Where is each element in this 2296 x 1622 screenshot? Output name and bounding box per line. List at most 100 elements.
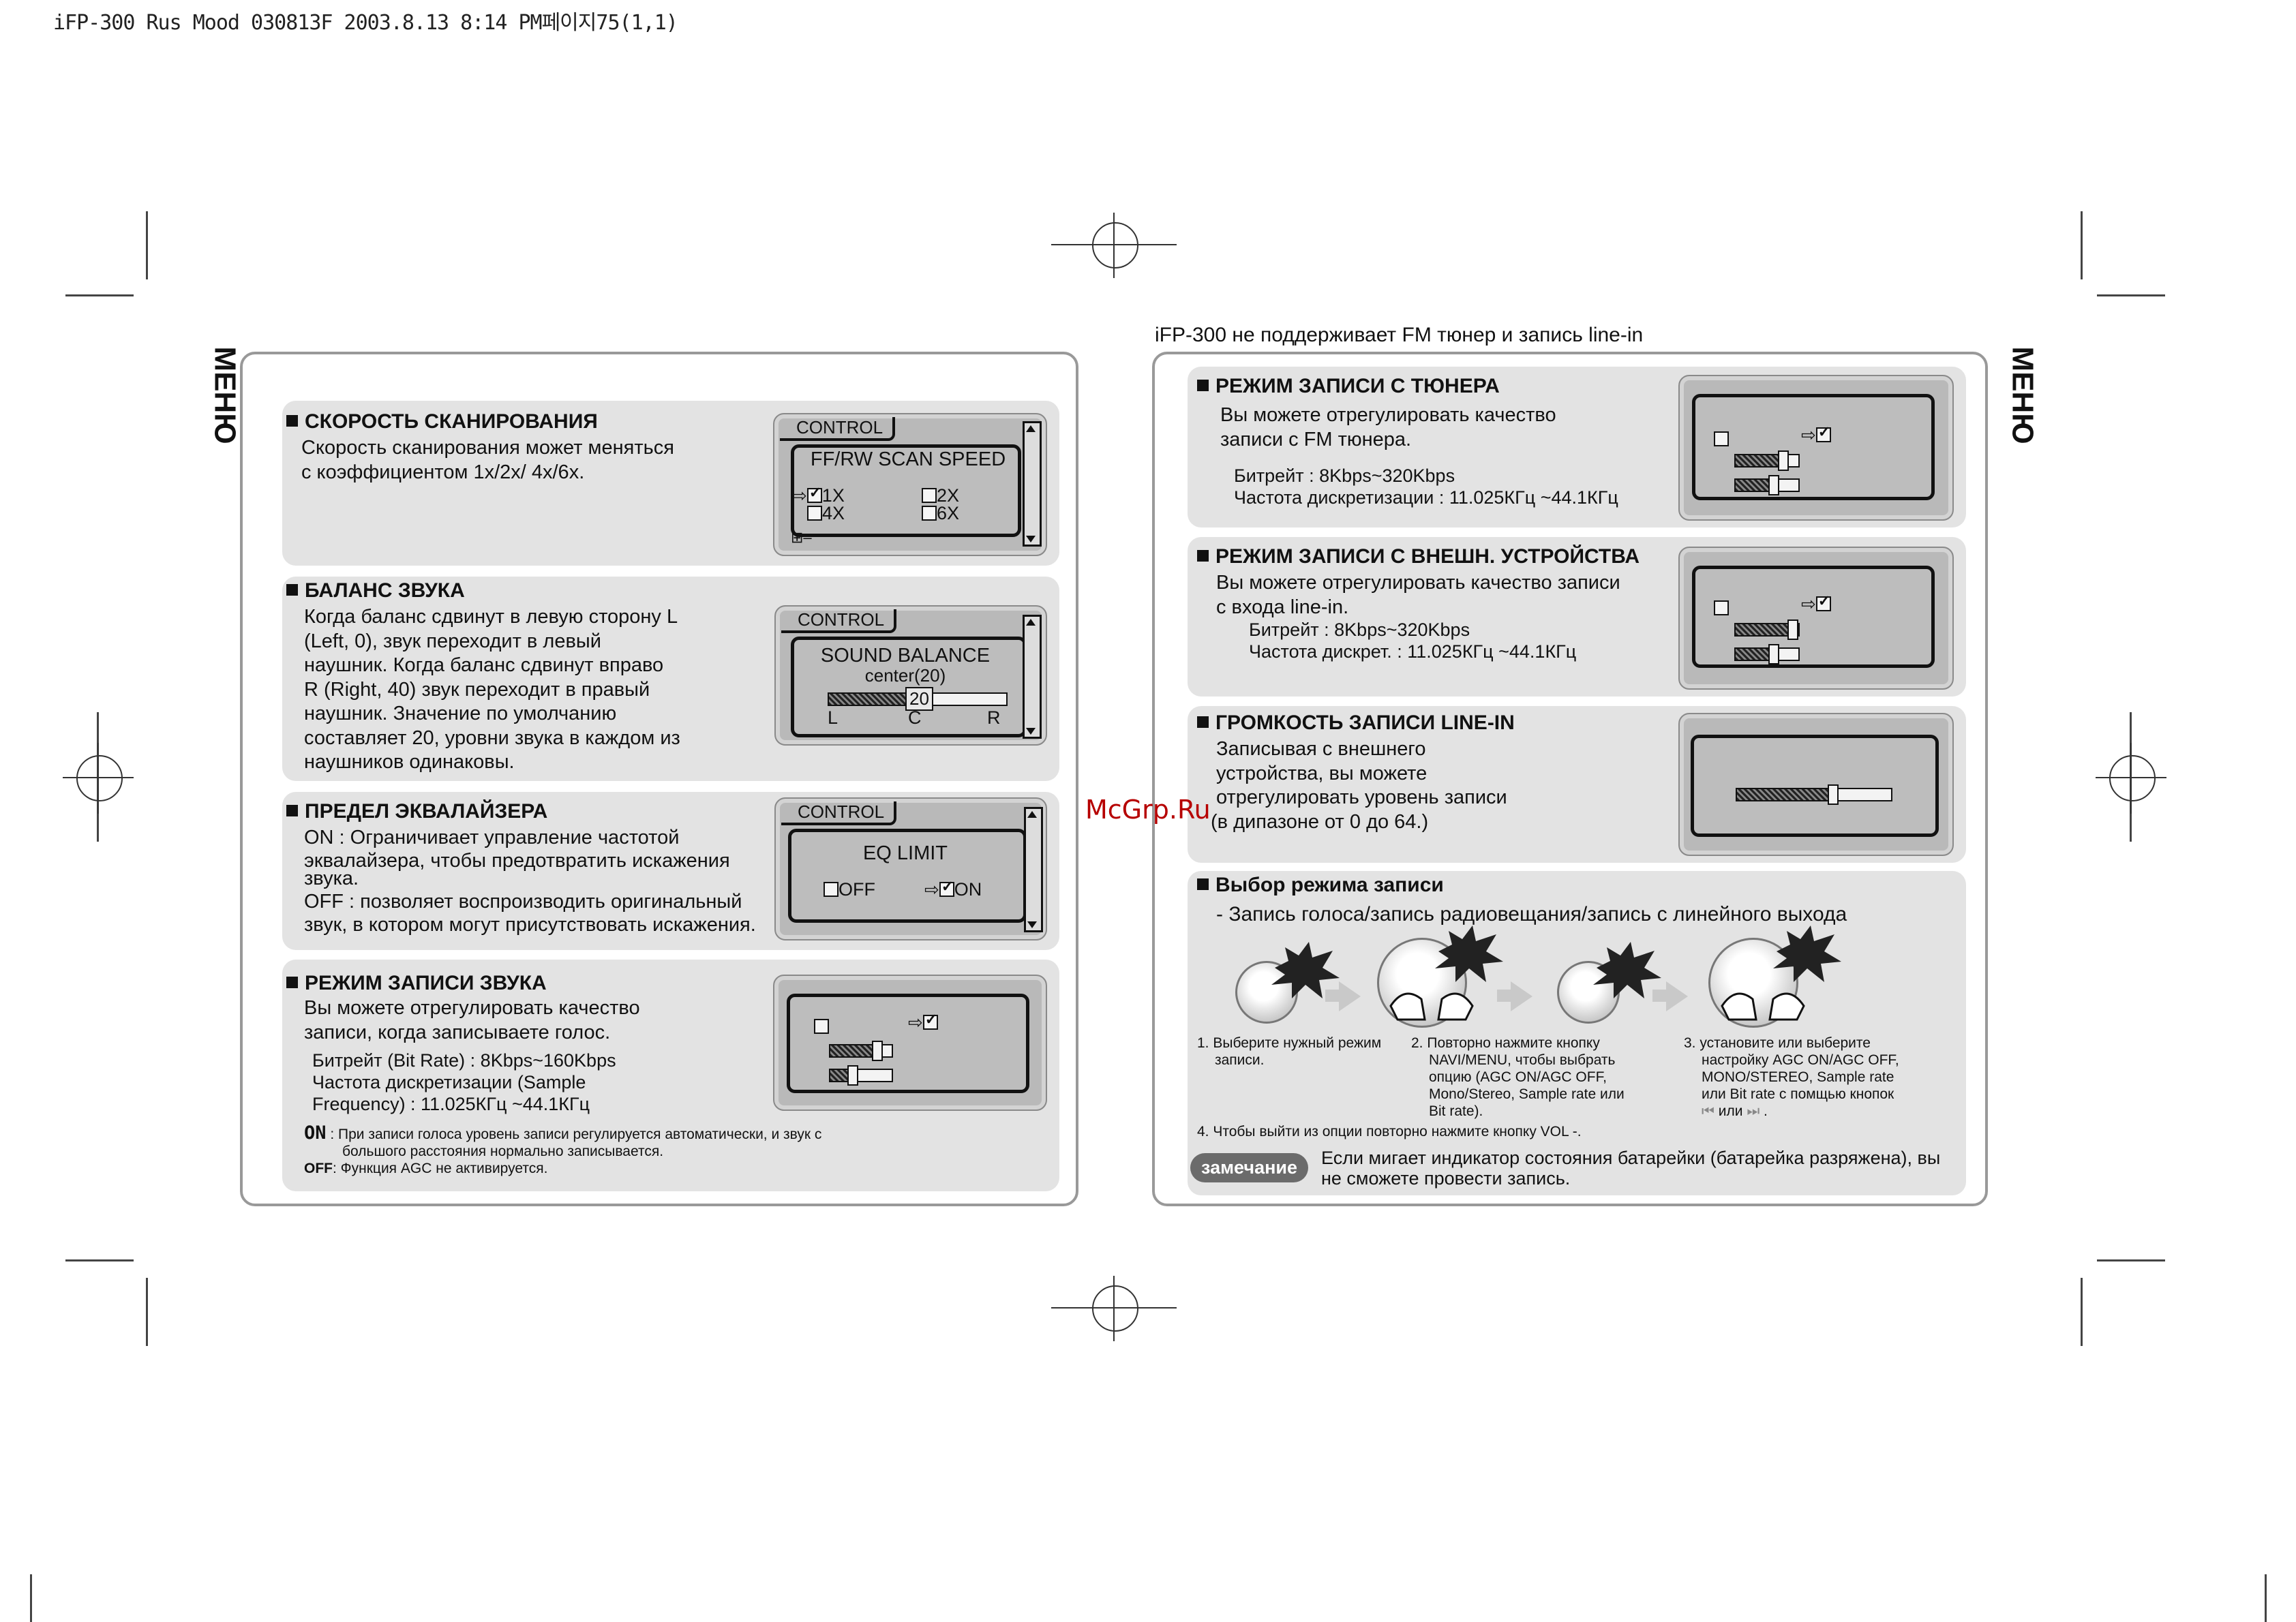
right-page-note: iFP-300 не поддерживает FM тюнер и запис… <box>1155 324 1644 346</box>
balance-lcd: CONTROL SOUND BALANCE center(20) 20 L C … <box>774 605 1047 746</box>
note-badge: замечание <box>1190 1153 1309 1182</box>
mode-subtitle: - Запись голоса/запись радиовещания/запи… <box>1216 903 1847 925</box>
watermark: McGrp.Ru <box>1085 795 1211 825</box>
crop-mark <box>146 1278 148 1346</box>
crop-mark <box>2097 294 2165 296</box>
level-slider-1 <box>829 1041 893 1061</box>
balance-slider-fill <box>829 694 918 705</box>
label-left: L <box>828 707 839 728</box>
external-text: Вы можете отрегулировать качество записи… <box>1216 572 1620 618</box>
step-arrow-head <box>1339 981 1361 1011</box>
crop-mark <box>2097 1259 2165 1261</box>
mode-title: Выбор режима записи <box>1197 874 1444 897</box>
note-text: Если мигает индикатор состояния батарейк… <box>1321 1148 1941 1189</box>
lcd-tab: CONTROL <box>781 609 897 633</box>
lcd-scrollbar <box>1024 807 1043 932</box>
step-3-text: 3. установите или выберите настройку AGC… <box>1684 1035 1899 1119</box>
eq-lcd: CONTROL EQ LIMIT OFF ⇨ON <box>774 797 1047 940</box>
slider-knob <box>1787 619 1798 640</box>
slider-fill <box>830 1045 877 1056</box>
prev-icon: ⏮ <box>1702 1103 1715 1119</box>
linein-slider-knob <box>1828 784 1839 805</box>
lcd-tab: CONTROL <box>780 417 896 441</box>
label-right: R <box>987 707 1001 728</box>
lcd-tab: CONTROL <box>781 801 897 825</box>
crop-mark <box>65 1259 134 1261</box>
control-icon: ⊞– <box>791 529 812 546</box>
slider-knob <box>1778 450 1789 471</box>
option-left <box>814 1015 829 1038</box>
tuner-title: РЕЖИМ ЗАПИСИ С ТЮНЕРА <box>1197 375 1500 398</box>
level-slider-1 <box>1734 619 1800 640</box>
lcd-heading: SOUND BALANCE <box>820 645 991 667</box>
slider-fill <box>830 1070 852 1081</box>
slider-fill <box>1736 455 1783 466</box>
lcd-heading: EQ LIMIT <box>862 842 948 864</box>
option-off: OFF <box>824 879 875 900</box>
external-title: РЕЖИМ ЗАПИСИ С ВНЕШН. УСТРОЙСТВА <box>1197 545 1640 568</box>
lcd-heading: FF/RW SCAN SPEED <box>810 448 1006 470</box>
step-arrow <box>1325 990 1339 1002</box>
option-right: ⇨ <box>908 1011 938 1034</box>
linein-slider-fill <box>1737 789 1833 800</box>
slider-knob <box>847 1065 858 1086</box>
slider-fill <box>1736 624 1792 635</box>
lcd-scrollbar <box>1023 421 1042 547</box>
step-arrow <box>1497 990 1511 1002</box>
voice-title: РЕЖИМ ЗАПИСИ ЗВУКА <box>286 972 547 995</box>
crop-mark <box>2081 1278 2083 1346</box>
lcd-subheading: center(20) <box>864 665 946 686</box>
side-label-left: МЕНЮ <box>208 346 242 444</box>
level-slider-2 <box>1734 644 1800 664</box>
voice-on-note: ON : При записи голоса уровень записи ре… <box>304 1122 822 1176</box>
option-left <box>1714 597 1729 619</box>
option-2x: 2X <box>922 485 959 506</box>
label-center: C <box>908 707 922 728</box>
crop-mark <box>30 1574 32 1622</box>
print-header: iFP-300 Rus Mood 030813F 2003.8.13 8:14 … <box>53 11 678 35</box>
step-arrow-head <box>1666 981 1688 1011</box>
crop-mark <box>2081 211 2083 279</box>
lcd-scrollbar <box>1023 615 1042 739</box>
crop-mark <box>65 294 134 296</box>
slider-fill <box>1736 649 1774 660</box>
scan-speed-title: СКОРОСТЬ СКАНИРОВАНИЯ <box>286 410 598 433</box>
option-6x: 6X <box>922 503 959 524</box>
step-4-text: 4. Чтобы выйти из опции повторно нажмите… <box>1197 1124 1582 1139</box>
external-lcd: ⇨ <box>1678 547 1954 690</box>
option-left <box>1714 428 1729 450</box>
linein-lcd <box>1678 713 1954 856</box>
level-slider-1 <box>1734 450 1800 471</box>
balance-text: Когда баланс сдвинут в левую сторону L(L… <box>304 606 680 773</box>
scan-speed-lcd: CONTROL FF/RW SCAN SPEED ⇨1X 2X 4X 6X ⊞– <box>773 413 1047 556</box>
step-arrow <box>1652 990 1666 1002</box>
step-arrow-head <box>1511 981 1532 1011</box>
mode-panel <box>1188 871 1966 1195</box>
option-right: ⇨ <box>1801 423 1831 446</box>
balance-title: БАЛАНС ЗВУКА <box>286 579 465 602</box>
option-4x: 4X <box>807 503 845 524</box>
side-label-right: МЕНЮ <box>2006 346 2040 444</box>
balance-value: 20 <box>905 687 933 711</box>
crop-mark <box>146 211 148 279</box>
option-1x: ⇨1X <box>792 484 845 506</box>
tuner-lcd: ⇨ <box>1678 375 1954 521</box>
linein-title: ГРОМКОСТЬ ЗАПИСИ LINE-IN <box>1197 711 1515 735</box>
eq-title: ПРЕДЕЛ ЭКВАЛАЙЗЕРА <box>286 800 547 823</box>
slider-knob <box>871 1041 883 1061</box>
voice-lcd: ⇨ <box>773 975 1047 1111</box>
slider-knob <box>1768 644 1780 664</box>
level-slider-2 <box>1734 475 1800 495</box>
slider-knob <box>1768 475 1780 495</box>
level-slider-2 <box>829 1065 893 1086</box>
crop-mark <box>2265 1574 2267 1622</box>
